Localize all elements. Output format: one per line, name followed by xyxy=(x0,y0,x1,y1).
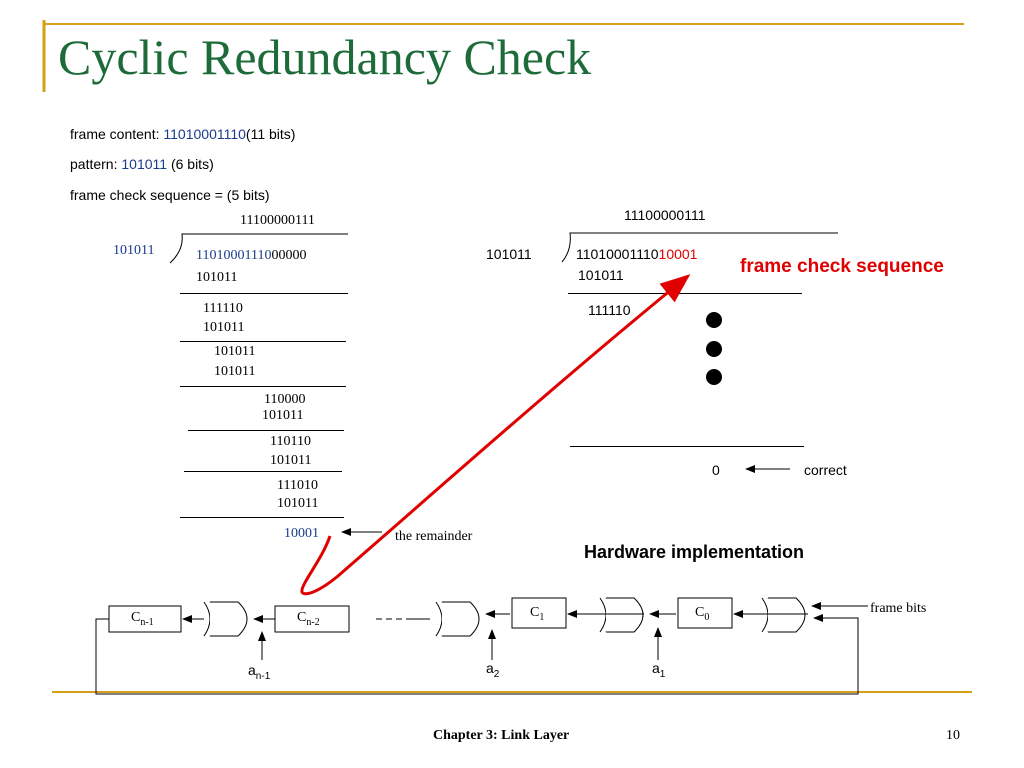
correct-label: correct xyxy=(804,462,847,478)
ellipsis-dot-1 xyxy=(706,312,722,328)
register-c0-base: C xyxy=(695,605,705,620)
register-c0-label: C0 xyxy=(695,605,709,623)
right-quotient: 11100000111 xyxy=(624,207,706,223)
left-step-7: 101011 xyxy=(262,408,304,423)
xor-gate-n-1 xyxy=(203,601,248,637)
register-c1-sub: 1 xyxy=(539,611,545,623)
input-a1-base: a xyxy=(652,660,660,676)
input-a-n-1-base: a xyxy=(248,662,256,678)
register-c-n-2-base: C xyxy=(297,610,307,625)
right-step-2: 111110 xyxy=(588,302,631,318)
register-c1-box xyxy=(511,597,567,629)
register-c-n-2-label: Cn-2 xyxy=(297,610,320,628)
input-a1-label: a1 xyxy=(652,660,665,680)
xor-gate-1 xyxy=(599,597,644,633)
left-division-bracket xyxy=(169,233,348,264)
left-rule-1 xyxy=(180,293,348,294)
right-result: 0 xyxy=(712,462,720,478)
left-dividend: 1101000111000000 xyxy=(196,248,306,264)
left-step-5: 101011 xyxy=(214,364,256,379)
fcs-callout-arrow xyxy=(300,274,691,596)
right-divisor: 101011 xyxy=(486,246,532,262)
left-divisor: 101011 xyxy=(113,243,155,258)
fcs-length-line: frame check sequence = (5 bits) xyxy=(70,187,270,203)
right-rule-2 xyxy=(570,446,804,447)
xor-gate-2 xyxy=(435,601,480,637)
left-rule-4 xyxy=(188,430,344,431)
pattern-bits: (6 bits) xyxy=(167,156,214,172)
right-step-1: 101011 xyxy=(578,267,624,283)
register-c0-box xyxy=(677,597,733,629)
left-rule-5 xyxy=(184,471,342,472)
register-c-n-1-base: C xyxy=(131,610,141,625)
register-c1-base: C xyxy=(530,605,540,620)
pattern-line: pattern: 101011 (6 bits) xyxy=(70,156,214,172)
frame-content-label: frame content: xyxy=(70,126,164,142)
page-number: 10 xyxy=(946,728,960,743)
register-c-n-1-label: Cn-1 xyxy=(131,610,154,628)
input-a-n-1-sub: n-1 xyxy=(255,670,271,682)
left-dividend-frame: 11010001110 xyxy=(196,248,272,263)
xor-gate-0 xyxy=(761,597,806,633)
register-c1-label: C1 xyxy=(530,605,544,623)
frame-content-bits: (11 bits) xyxy=(245,126,296,142)
frame-content-line: frame content: 11010001110(11 bits) xyxy=(70,126,295,142)
left-step-6: 110000 xyxy=(264,392,306,407)
register-c-n-1-sub: n-1 xyxy=(140,616,154,628)
right-division-bracket xyxy=(561,232,838,263)
ellipsis-dot-2 xyxy=(706,341,722,357)
left-step-4: 101011 xyxy=(214,344,256,359)
footer-chapter: Chapter 3: Link Layer xyxy=(433,728,570,743)
right-dividend: 1101000111010001 xyxy=(576,246,697,262)
remainder-label: the remainder xyxy=(395,529,473,544)
register-c-n-1-box xyxy=(108,605,182,633)
left-step-2: 111110 xyxy=(203,301,243,316)
right-dividend-frame: 11010001110 xyxy=(576,246,659,262)
left-step-1: 101011 xyxy=(196,270,238,285)
left-step-3: 101011 xyxy=(203,320,245,335)
pattern-label: pattern: xyxy=(70,156,122,172)
register-c-n-2-sub: n-2 xyxy=(306,616,320,628)
input-a2-sub: 2 xyxy=(493,668,500,680)
left-rule-2 xyxy=(180,341,346,342)
input-a-n-1-label: an-1 xyxy=(248,662,270,682)
pattern-value: 101011 xyxy=(121,156,168,172)
input-a2-label: a2 xyxy=(486,660,499,680)
left-step-8: 110110 xyxy=(270,434,311,449)
left-step-11: 101011 xyxy=(277,496,319,511)
input-a2-base: a xyxy=(486,660,494,676)
hardware-title: Hardware implementation xyxy=(584,542,805,562)
left-rule-6 xyxy=(180,517,344,518)
fcs-callout-label: frame check sequence xyxy=(740,256,944,277)
left-step-10: 111010 xyxy=(277,478,318,493)
frame-bits-label: frame bits xyxy=(870,601,927,616)
hardware-wiring xyxy=(95,602,868,695)
right-dividend-fcs: 10001 xyxy=(658,246,698,262)
frame-content-value: 11010001110 xyxy=(163,126,246,142)
left-dividend-zeros: 00000 xyxy=(271,248,307,263)
left-step-9: 101011 xyxy=(270,453,312,468)
input-a1-sub: 1 xyxy=(659,668,666,680)
left-rule-3 xyxy=(180,386,346,387)
left-remainder: 10001 xyxy=(284,526,319,541)
register-c0-sub: 0 xyxy=(704,611,710,623)
ellipsis-dot-3 xyxy=(706,369,722,385)
left-quotient: 11100000111 xyxy=(240,213,315,228)
slide-title: Cyclic Redundancy Check xyxy=(58,29,592,85)
register-c-n-2-box xyxy=(274,605,350,633)
